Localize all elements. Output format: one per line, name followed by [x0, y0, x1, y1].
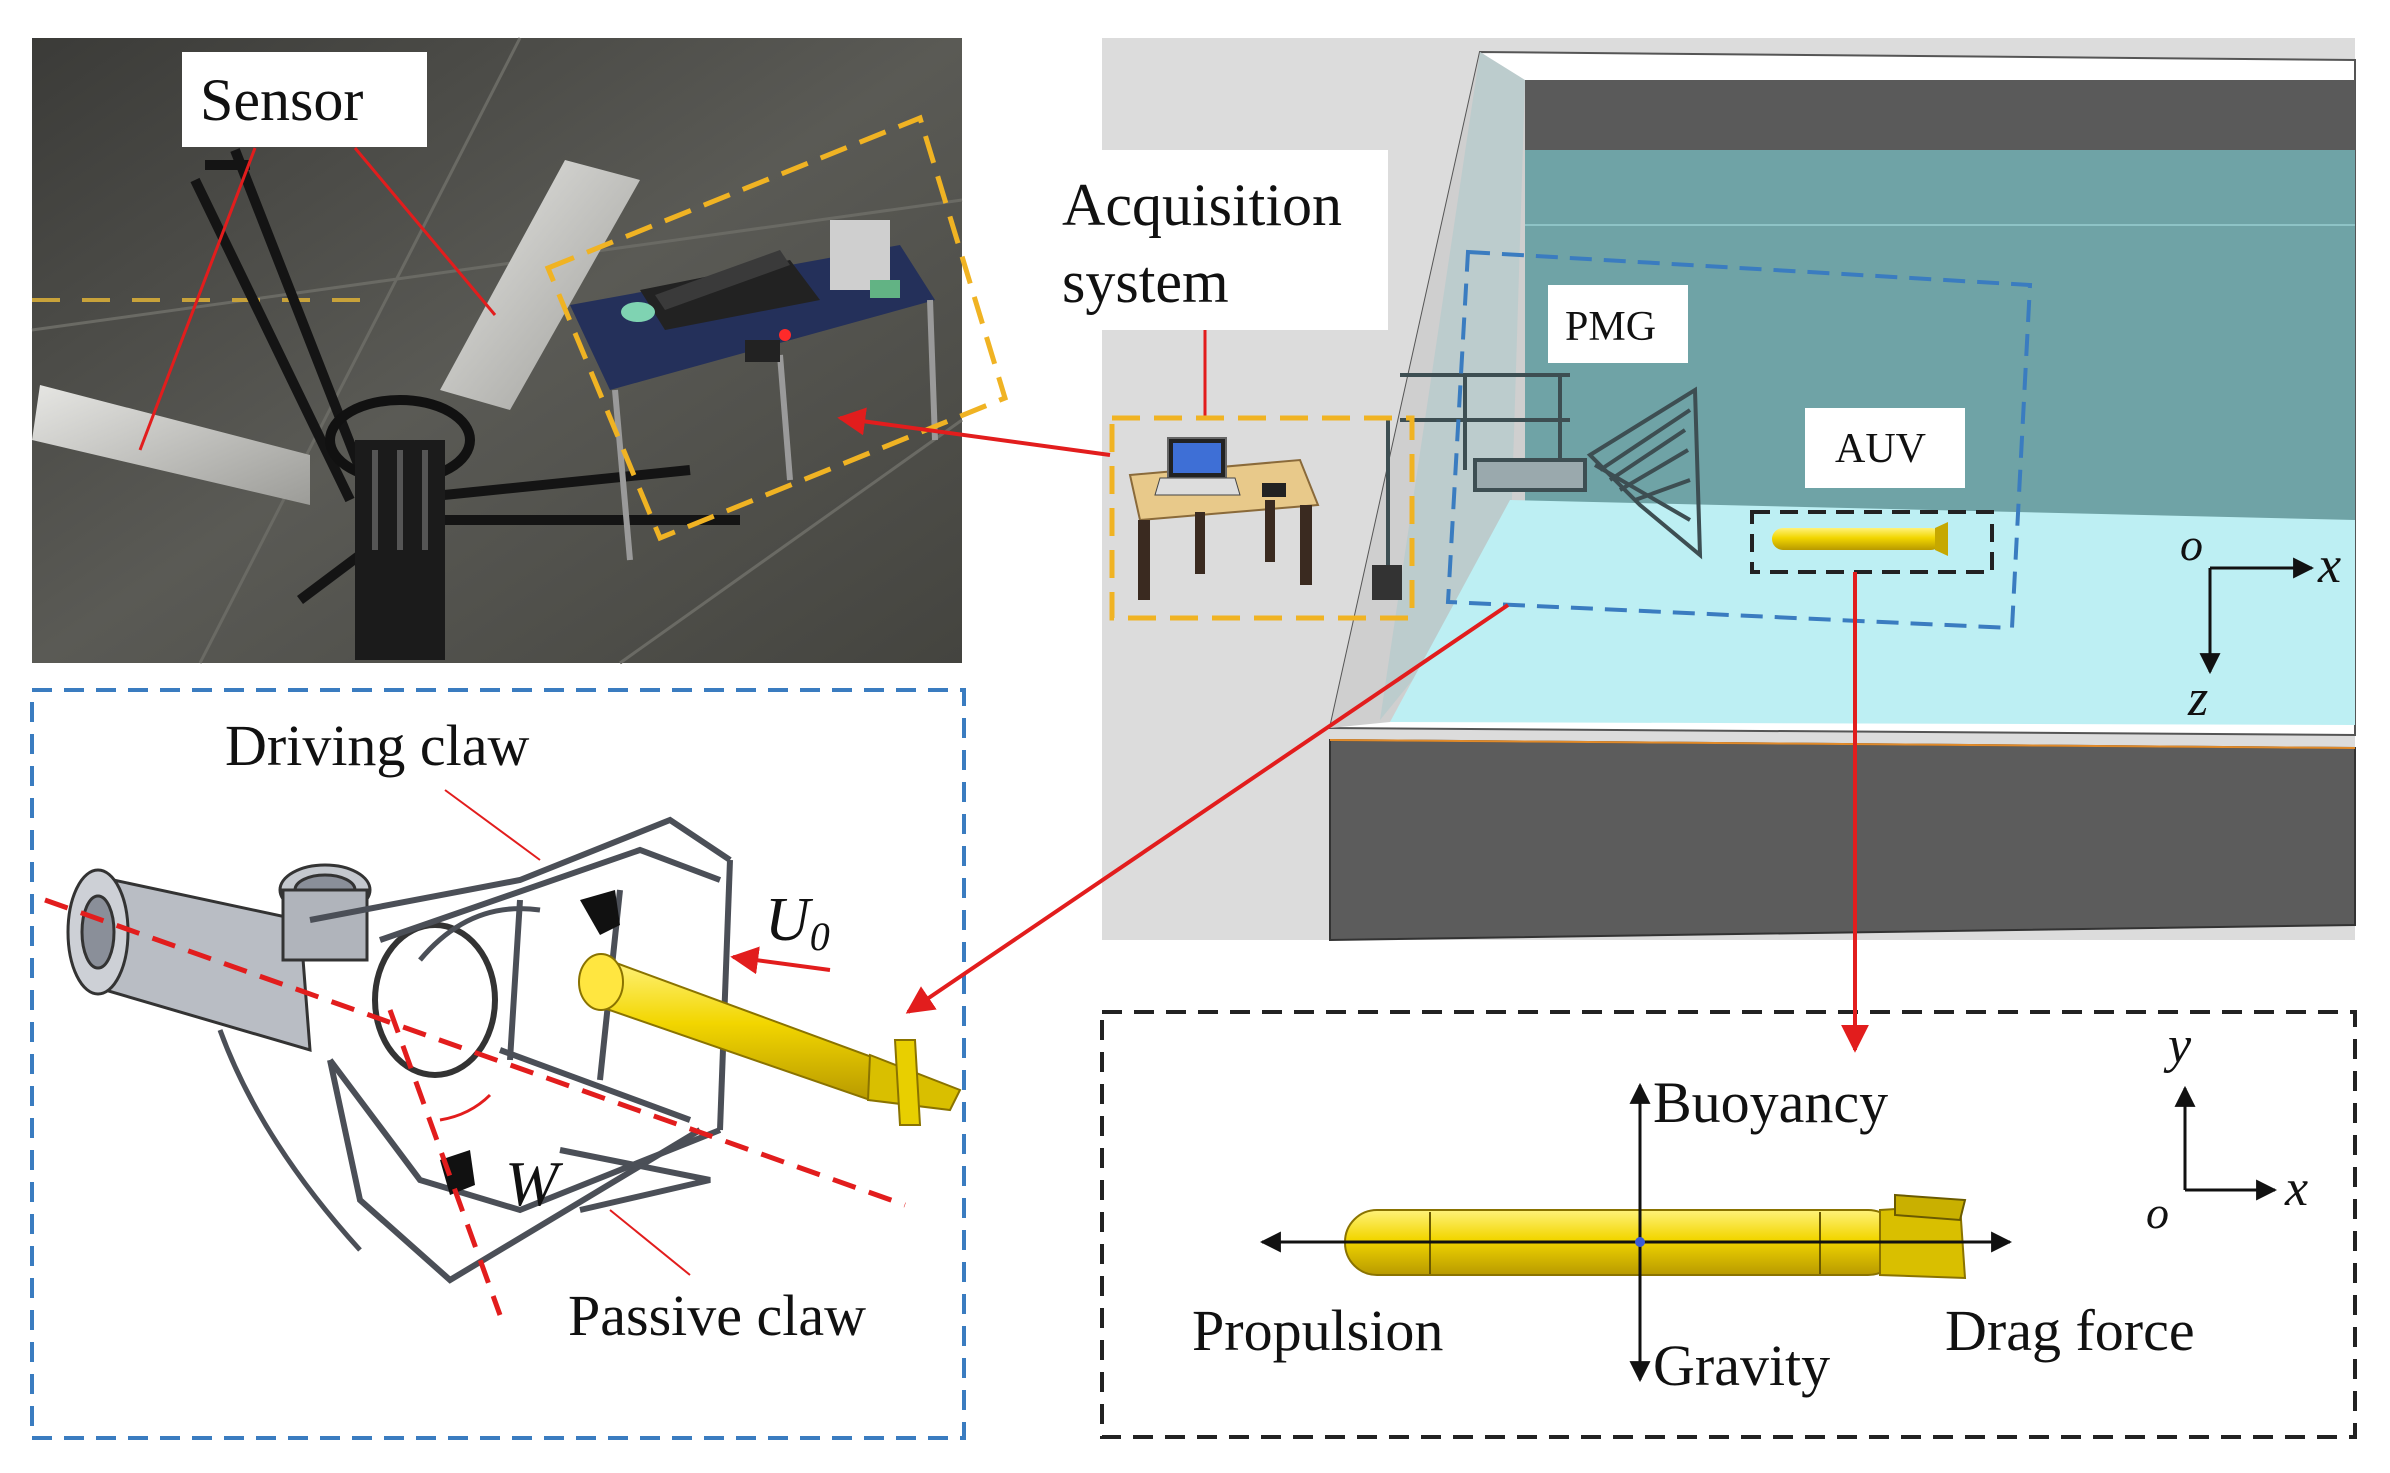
claw-opening-line — [387, 1009, 503, 1316]
auv-highlight-box — [1750, 510, 1994, 574]
claw-axis-line — [44, 897, 906, 1208]
pmg-highlight-box — [1445, 249, 2033, 631]
driving-claw-label: Driving claw — [225, 713, 530, 778]
sensor-plate-left — [32, 385, 310, 505]
passive-claw-leader — [609, 1209, 691, 1276]
sensor-label: Sensor — [200, 67, 363, 133]
drag-force-label: Drag force — [1945, 1298, 2195, 1363]
claw-angle-arc — [439, 1093, 492, 1122]
tank-axis-x: x — [2317, 537, 2341, 594]
sensor-label-box — [182, 52, 427, 147]
buoyancy-label: Buoyancy — [1653, 1070, 1888, 1135]
gravity-label: Gravity — [1653, 1333, 1830, 1398]
claw-cad-panel: Driving claw — [30, 688, 966, 1440]
tank-back-wall-top — [1525, 80, 2355, 150]
claw-cylinder — [66, 863, 498, 1078]
photo-panel: Sensor — [31, 37, 1009, 665]
photo-acquisition-highlight — [544, 114, 1009, 542]
tank-panel: Acquisition system PMG AUV o x z — [1048, 38, 2356, 942]
force-axes: o x y — [2146, 1017, 2308, 1238]
u0-arrow — [730, 946, 831, 975]
claw-actuator — [580, 890, 620, 935]
pmg-model — [1386, 373, 1703, 565]
force-diagram-panel: Buoyancy Gravity Propulsion Drag force o… — [1100, 1010, 2357, 1439]
sensor-leader-right — [353, 147, 497, 316]
floor-seam — [619, 418, 963, 665]
center-of-mass-dot — [1635, 1237, 1645, 1247]
photo-hub — [325, 395, 475, 660]
tank-axes: o x z — [2180, 519, 2341, 727]
tank-water-surface — [1390, 500, 2355, 725]
acquisition-label-line2: system — [1062, 249, 1229, 315]
acquisition-label-box — [1048, 150, 1388, 330]
auv-label-box — [1805, 408, 1965, 488]
w-label: W — [505, 1148, 564, 1219]
arrow-desk-to-photo — [837, 407, 1111, 457]
auv-label: AUV — [1835, 426, 1926, 472]
pmg-label-box — [1548, 285, 1688, 363]
floor-seam — [31, 198, 963, 332]
force-axis-x: x — [2284, 1160, 2308, 1217]
tank-water-wall — [1510, 150, 2355, 560]
desk-highlight-box — [1109, 415, 1415, 621]
auv-model-small — [1772, 522, 1948, 556]
tank-axis-z: z — [2187, 670, 2208, 727]
desk-model — [1128, 437, 1320, 600]
passive-claw-label: Passive claw — [568, 1283, 866, 1348]
auv-model-claw — [578, 953, 962, 1126]
sensor-leader-left — [138, 147, 257, 451]
sensor-plate-right — [440, 160, 640, 410]
arrow-tank-to-claw — [905, 603, 1510, 1014]
propulsion-label: Propulsion — [1192, 1298, 1443, 1363]
acquisition-label-line1: Acquisition — [1062, 172, 1342, 238]
floor-seam — [198, 37, 522, 664]
claw-actuator — [440, 1150, 475, 1195]
photo-table — [570, 220, 938, 561]
force-axis-origin: o — [2146, 1187, 2169, 1238]
u0-label: U0 — [765, 886, 830, 959]
tank-axis-origin: o — [2180, 519, 2203, 570]
driving-claw-leader — [444, 789, 541, 861]
pmg-label: PMG — [1565, 304, 1656, 350]
tank-front-wall — [1329, 738, 2356, 942]
force-axis-y: y — [2163, 1017, 2192, 1074]
tank-sensor-box — [1372, 565, 1402, 600]
claw-linkage — [217, 816, 733, 1284]
